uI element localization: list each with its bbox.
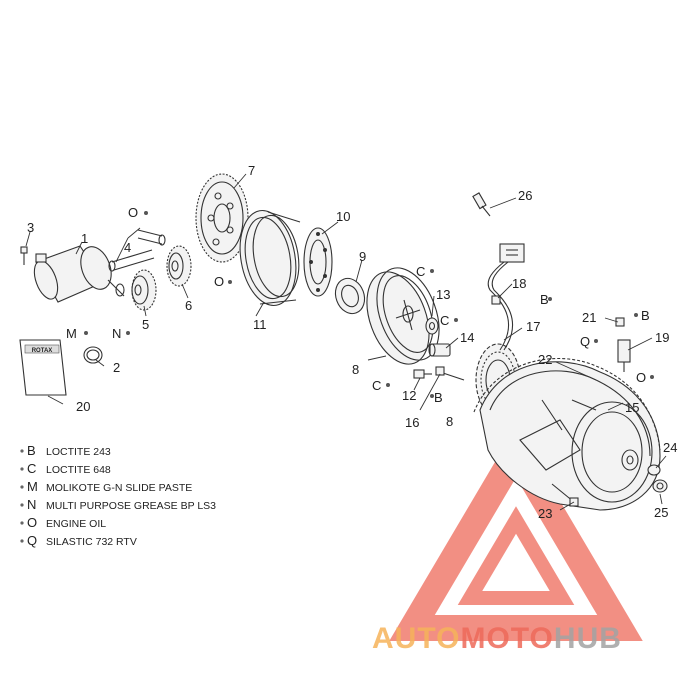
part-flange-10 <box>303 227 333 297</box>
legend-text: LOCTITE 243 <box>46 446 111 458</box>
legend-row: Q SILASTIC 732 RTV <box>20 533 137 548</box>
label-part-14: 14 <box>460 330 474 345</box>
label-part-4: 4 <box>124 240 131 255</box>
lube-markers: O O M N C C C B B Q O B B <box>66 205 654 405</box>
label-part-19: 19 <box>655 330 669 345</box>
label-part-13: 13 <box>436 287 450 302</box>
part-starter-motor <box>33 245 125 303</box>
part-plug-24 <box>647 464 661 476</box>
watermark-text: AUTOMOTOHUB <box>372 622 622 655</box>
label-part-8b: 8 <box>446 414 453 429</box>
watermark-part-moto: MOTO <box>460 622 553 655</box>
label-part-6: 6 <box>185 298 192 313</box>
label-part-1: 1 <box>81 231 88 246</box>
watermark-part-hub: HUB <box>554 622 622 655</box>
label-part-10: 10 <box>336 209 350 224</box>
legend-code: O <box>27 515 37 530</box>
lube-mark-o-sensor: O <box>636 370 646 385</box>
part-harness <box>487 243 525 351</box>
legend-text: MULTI PURPOSE GREASE BP LS3 <box>46 500 216 512</box>
label-part-7: 7 <box>248 163 255 178</box>
part-gasket <box>473 358 661 451</box>
lubricant-legend: B LOCTITE 243 C LOCTITE 648 M MOLIKOTE G… <box>20 443 216 548</box>
lube-mark-c-washer: C <box>440 313 449 328</box>
lube-mark-b-screw: B <box>434 390 443 405</box>
label-part-16: 16 <box>405 415 419 430</box>
part-gear-5 <box>131 269 157 311</box>
label-part-9: 9 <box>359 249 366 264</box>
legend-row: O ENGINE OIL <box>20 515 106 530</box>
part-washer-13 <box>425 317 439 335</box>
part-shafts <box>108 229 166 272</box>
label-part-18: 18 <box>512 276 526 291</box>
part-housing-11 <box>239 209 301 307</box>
part-plug-25 <box>652 479 668 493</box>
part-sensor-26 <box>472 192 491 217</box>
label-part-26: 26 <box>518 188 532 203</box>
legend-row: N MULTI PURPOSE GREASE BP LS3 <box>20 497 216 512</box>
part-flywheel <box>366 267 440 365</box>
label-part-11: 11 <box>253 317 267 332</box>
part-screw-21 <box>615 317 625 327</box>
label-part-25: 25 <box>654 505 668 520</box>
legend-row: M MOLIKOTE G-N SLIDE PASTE <box>20 479 192 494</box>
part-manual: ROTAX <box>19 339 67 396</box>
lube-mark-m: M <box>66 326 77 341</box>
label-part-20: 20 <box>76 399 90 414</box>
label-part-2: 2 <box>113 360 120 375</box>
label-part-17: 17 <box>526 319 540 334</box>
svg-text:AUTOMOTOHUB: AUTOMOTOHUB <box>372 622 622 655</box>
legend-text: LOCTITE 648 <box>46 464 111 476</box>
legend-code: M <box>27 479 38 494</box>
part-number-labels: 1 2 3 4 5 6 7 8 8 9 10 11 12 13 14 15 16… <box>27 163 677 521</box>
legend-row: C LOCTITE 648 <box>20 461 111 476</box>
lube-mark-b-harness: B <box>540 292 549 307</box>
lube-mark-c-screw: C <box>372 378 381 393</box>
part-bearing-9 <box>334 277 366 315</box>
lube-mark-c-flywheel: C <box>416 264 425 279</box>
legend-text: ENGINE OIL <box>46 518 106 530</box>
label-part-3: 3 <box>27 220 34 235</box>
legend-code: N <box>27 497 36 512</box>
legend-code: Q <box>27 533 37 548</box>
manual-label: ROTAX <box>32 348 53 354</box>
legend-code: B <box>27 443 36 458</box>
part-screw-3 <box>20 246 28 265</box>
legend-text: MOLIKOTE G-N SLIDE PASTE <box>46 482 192 494</box>
lube-mark-o-shafts: O <box>128 205 138 220</box>
legend-row: B LOCTITE 243 <box>20 443 111 458</box>
part-sensor-19 <box>617 339 631 372</box>
part-screw-18 <box>491 295 501 305</box>
lube-mark-o-gear: O <box>214 274 224 289</box>
legend-code: C <box>27 461 36 476</box>
label-part-24: 24 <box>663 440 677 455</box>
lube-mark-n: N <box>112 326 121 341</box>
legend-text: SILASTIC 732 RTV <box>46 536 137 548</box>
label-part-5: 5 <box>142 317 149 332</box>
label-part-15: 15 <box>625 400 639 415</box>
part-oring <box>83 346 103 364</box>
part-screw-12 <box>413 369 432 379</box>
part-nut-14 <box>428 343 451 357</box>
lube-mark-q: Q <box>580 334 590 349</box>
lube-mark-b-sensor: B <box>641 308 650 323</box>
label-part-12: 12 <box>402 388 416 403</box>
callout-lines <box>25 173 667 511</box>
label-part-22: 22 <box>538 352 552 367</box>
label-part-8a: 8 <box>352 362 359 377</box>
part-gear-6 <box>166 245 192 287</box>
part-cover <box>479 361 661 511</box>
label-part-23: 23 <box>538 506 552 521</box>
part-screw-16 <box>435 366 465 381</box>
watermark-logo <box>389 426 643 641</box>
watermark-part-auto: AUTO <box>372 622 460 655</box>
label-part-21: 21 <box>582 310 596 325</box>
